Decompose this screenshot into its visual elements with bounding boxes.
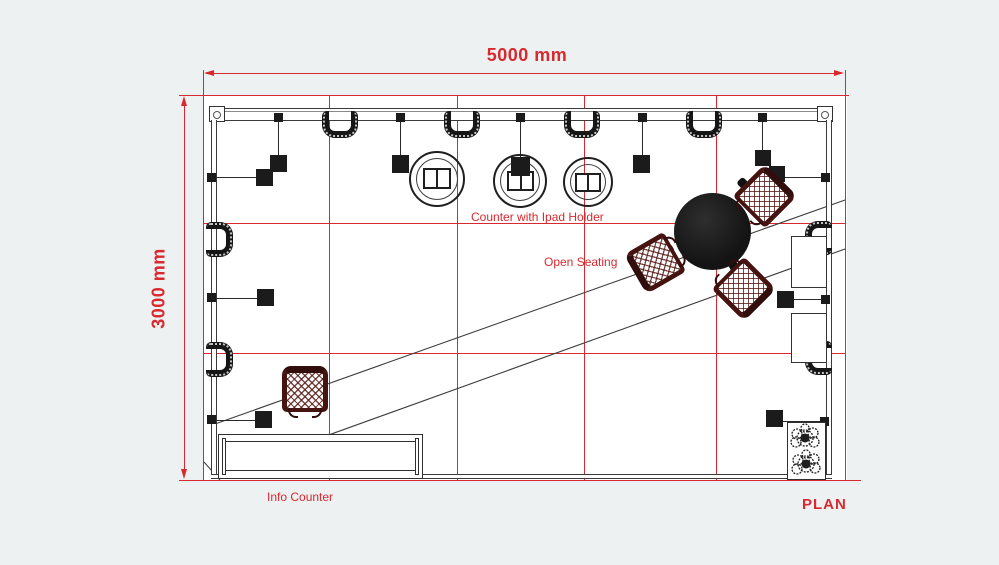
ipad-holder-icon <box>575 173 601 192</box>
dimension-arrow-down-icon <box>181 469 187 479</box>
wall-shelf-icon <box>791 313 827 363</box>
wicker-chair-icon <box>282 366 328 418</box>
grid-line-v2 <box>457 95 458 481</box>
wall-shelf-icon <box>791 236 827 288</box>
pendant-cable <box>642 120 643 158</box>
truss-cap-right-icon <box>817 106 833 122</box>
grid-line-top <box>179 95 849 96</box>
connector-line <box>794 299 826 300</box>
pendant-light-icon <box>633 155 650 173</box>
pendant-light-icon <box>256 169 273 186</box>
ipad-holder-icon <box>423 168 451 189</box>
wall-connector-icon <box>821 173 830 182</box>
pendant-light-icon <box>511 157 530 176</box>
counter-ipad-label: Counter with Ipad Holder <box>471 210 604 224</box>
dimension-arrow-up-icon <box>181 96 187 106</box>
wall-connector-icon <box>274 113 283 122</box>
grid-line-h1 <box>203 223 846 224</box>
plant-icon <box>790 423 821 475</box>
wall-connector-icon <box>207 173 216 182</box>
grid-line-right <box>845 70 846 481</box>
pendant-cable <box>278 120 279 158</box>
pendant-light-icon <box>766 410 783 427</box>
grid-line-v3 <box>584 95 585 481</box>
connector-line <box>216 420 256 421</box>
wall-spotlight-icon <box>322 111 358 138</box>
dimension-arrow-right-icon <box>834 70 844 76</box>
pendant-cable <box>762 120 763 152</box>
wall-connector-icon <box>207 415 216 424</box>
grid-line-bottom <box>179 480 861 481</box>
grid-line-v1 <box>329 95 330 481</box>
wall-connector-icon <box>821 295 830 304</box>
pendant-light-icon <box>270 155 287 172</box>
wall-spotlight-icon <box>564 111 600 138</box>
wall-connector-icon <box>396 113 405 122</box>
connector-line <box>216 298 258 299</box>
wall-spotlight-icon <box>206 342 233 377</box>
pendant-light-icon <box>392 155 409 173</box>
grid-line-left <box>203 70 204 481</box>
plan-title: PLAN <box>802 496 847 513</box>
open-seating-label: Open Seating <box>544 255 618 269</box>
grid-line-h2 <box>203 353 846 354</box>
pendant-cable <box>400 120 401 158</box>
wall-spotlight-icon <box>206 222 233 257</box>
connector-line <box>785 177 826 178</box>
counter-end-cap <box>222 438 226 475</box>
pendant-cable <box>520 120 521 160</box>
counter-with-ipad-holder-icon <box>563 157 613 207</box>
bottom-wall <box>211 474 832 479</box>
wall-connector-icon <box>820 417 829 426</box>
dimension-arrow-left-icon <box>204 70 214 76</box>
wall-connector-icon <box>207 293 216 302</box>
pendant-light-icon <box>755 150 771 166</box>
wall-spotlight-icon <box>444 111 480 138</box>
pendant-light-icon <box>255 411 272 428</box>
wall-connector-icon <box>638 113 647 122</box>
pendant-light-icon <box>257 289 274 306</box>
dimension-line-height <box>184 99 185 471</box>
info-counter-label: Info Counter <box>267 490 334 504</box>
counter-end-cap <box>415 438 419 475</box>
dimension-line-width <box>206 73 836 74</box>
counter-with-ipad-holder-icon <box>409 151 465 207</box>
wall-connector-icon <box>758 113 767 122</box>
wall-connector-icon <box>516 113 525 122</box>
counter-edge-line <box>224 470 417 471</box>
dimension-width-label: 5000 mm <box>486 45 568 65</box>
connector-line <box>216 177 258 178</box>
wall-spotlight-icon <box>686 111 722 138</box>
counter-edge-line <box>224 441 417 442</box>
planter-icon <box>787 422 826 480</box>
truss-cap-left-icon <box>209 106 225 122</box>
info-counter-icon <box>218 434 423 479</box>
connector-line <box>783 421 826 422</box>
pendant-light-icon <box>777 291 794 308</box>
